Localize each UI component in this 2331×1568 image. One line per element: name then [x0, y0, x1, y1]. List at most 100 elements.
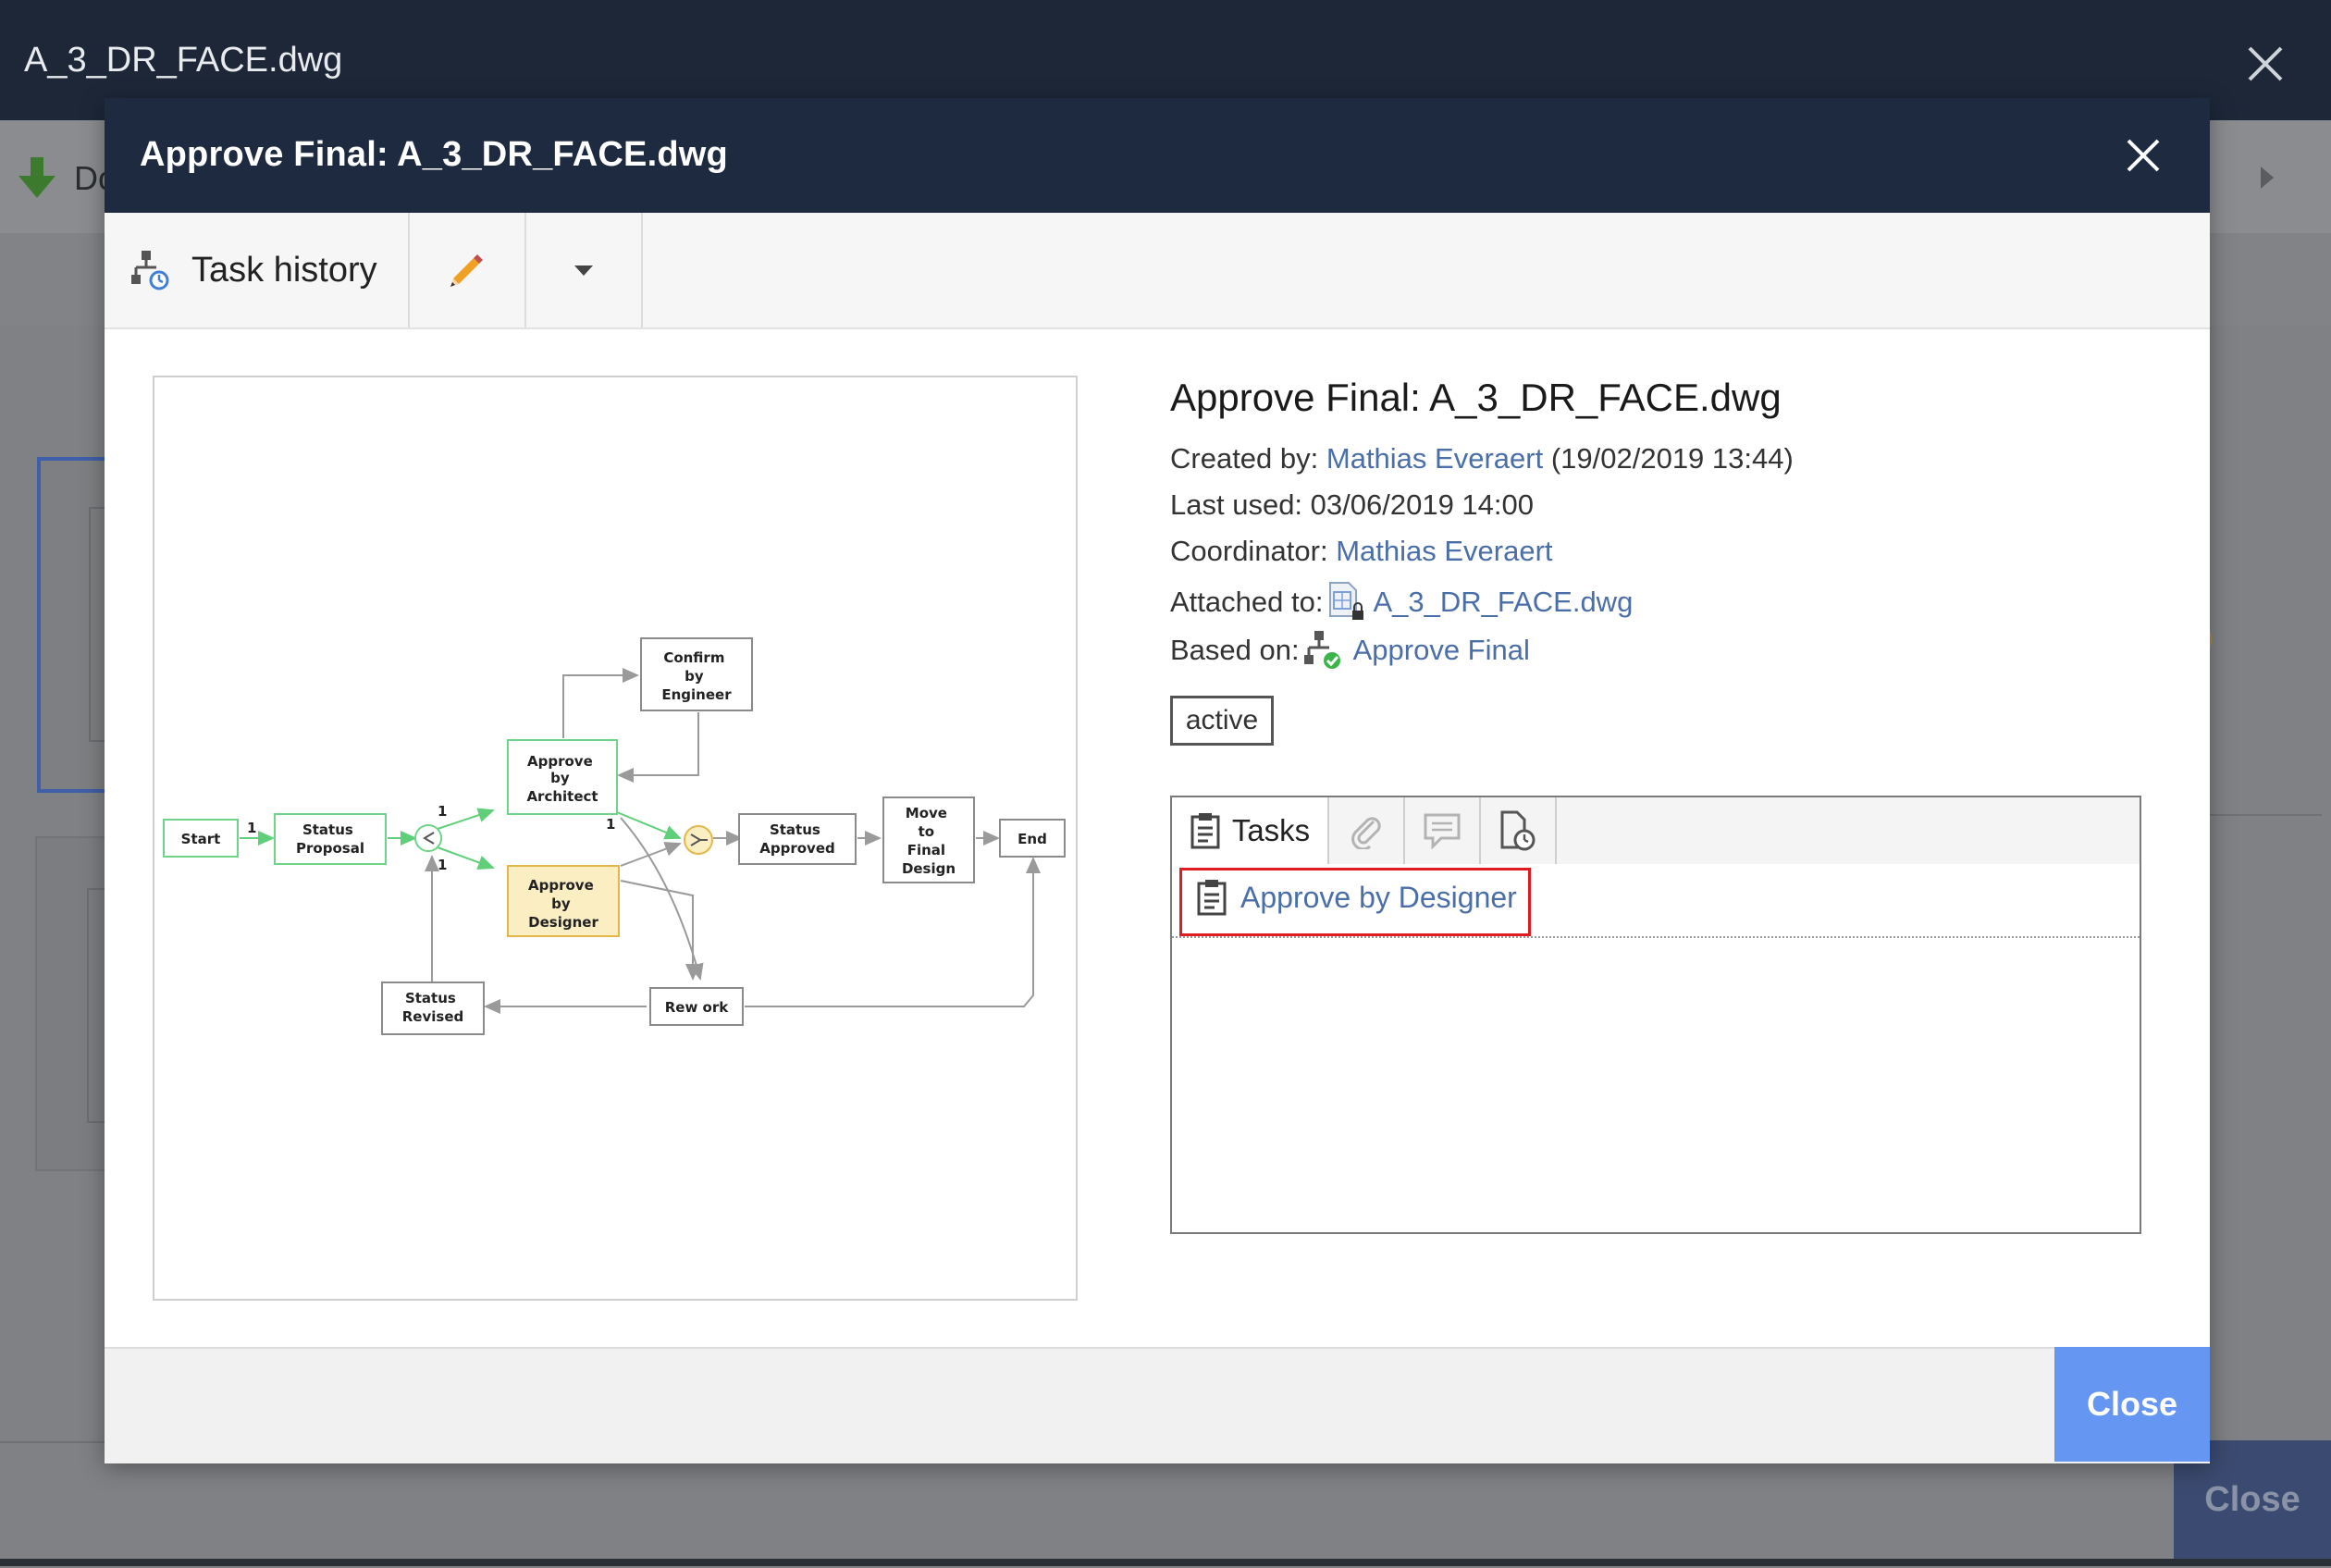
coordinator-link[interactable]: Mathias Everaert: [1336, 535, 1553, 567]
close-icon[interactable]: [2123, 135, 2164, 176]
based-on-label: Based on:: [1170, 634, 1300, 666]
modal-footer: [105, 1347, 2210, 1463]
tab-attachments[interactable]: [1329, 797, 1405, 864]
edge-split-architect: [437, 808, 495, 830]
last-used-row: Last used: 03/06/2019 14:00: [1170, 488, 1534, 522]
task-title: Approve Final: A_3_DR_FACE.dwg: [1170, 376, 1782, 419]
node-move-final-design-line: Design: [902, 860, 956, 877]
node-confirm-engineer-line: by: [684, 668, 704, 685]
edge-rework-end: [745, 857, 1041, 1007]
paperclip-icon: [1351, 817, 1381, 849]
node-move-final-design[interactable]: [882, 796, 975, 883]
tasks-panel: Tasks: [1170, 796, 2141, 1234]
background-divider: [2207, 814, 2322, 816]
node-confirm-engineer[interactable]: [640, 637, 753, 711]
edge-label-split-bottom: 1: [438, 857, 447, 873]
node-approve-designer-line: by: [551, 895, 571, 912]
node-start-label: Start: [181, 831, 221, 847]
modal-header: Approve Final: A_3_DR_FACE.dwg: [105, 98, 2210, 213]
node-status-proposal-line: Status: [302, 821, 353, 838]
comment-icon: [1424, 813, 1461, 849]
node-status-approved[interactable]: [738, 813, 857, 865]
node-approve-designer-label: Approve by Designer: [528, 877, 598, 931]
edge-engineer-architect: [617, 712, 699, 783]
document-clock-icon: [1500, 810, 1536, 851]
coordinator-label: Coordinator:: [1170, 535, 1337, 567]
more-actions-dropdown[interactable]: [526, 213, 643, 327]
pencil-icon: [450, 254, 483, 287]
edge-architect-engineer: [562, 668, 639, 738]
node-rework[interactable]: [649, 987, 744, 1026]
node-approve-architect-line: Architect: [526, 788, 598, 805]
node-approve-architect-line: Approve: [527, 753, 593, 770]
attached-to-label: Attached to:: [1170, 586, 1324, 618]
node-approve-architect[interactable]: [507, 739, 618, 815]
edit-button[interactable]: [410, 213, 526, 327]
tab-tasks[interactable]: Tasks: [1172, 797, 1329, 864]
node-move-final-design-line: to: [919, 823, 934, 840]
background-bottom-edge: [0, 1559, 2331, 1566]
node-confirm-engineer-label: Confirm by Engineer: [661, 649, 732, 703]
created-at: (19/02/2019 13:44): [1550, 442, 1794, 475]
modal-title: Approve Final: A_3_DR_FACE.dwg: [140, 135, 728, 174]
tasks-tabbar: Tasks: [1172, 797, 2140, 864]
background-scroll-right-icon[interactable]: [2261, 167, 2274, 189]
node-status-proposal[interactable]: [274, 813, 387, 865]
task-item-approve-by-designer[interactable]: Approve by Designer: [1196, 879, 1517, 916]
node-confirm-engineer-line: Engineer: [661, 686, 732, 703]
node-status-approved-label: Status Approved: [759, 821, 834, 857]
node-move-final-design-line: Move: [906, 805, 947, 821]
caret-down-icon: [574, 265, 593, 276]
node-end[interactable]: [999, 819, 1066, 858]
tab-comments[interactable]: [1405, 797, 1481, 864]
created-by-row: Created by: Mathias Everaert (19/02/2019…: [1170, 442, 1794, 475]
status-badge: active: [1170, 696, 1274, 746]
node-approve-designer[interactable]: [507, 865, 620, 937]
node-status-revised-label: Status Revised: [402, 990, 463, 1025]
background-window-title: A_3_DR_FACE.dwg: [24, 41, 343, 80]
clipboard-icon: [1197, 880, 1227, 916]
node-status-revised[interactable]: [381, 982, 485, 1035]
close-button[interactable]: Close: [2054, 1347, 2210, 1462]
node-approve-architect-line: by: [550, 770, 570, 786]
node-confirm-engineer-line: Confirm: [663, 649, 724, 666]
clipboard-icon: [1190, 813, 1220, 849]
node-approve-designer-line: Approve: [528, 877, 594, 894]
edge-label-split-top: 1: [438, 803, 447, 820]
node-move-final-design-line: Final: [907, 842, 945, 858]
task-list-row: [1172, 864, 2140, 938]
node-status-proposal-label: Status Proposal: [296, 821, 364, 857]
tab-document-history[interactable]: [1481, 797, 1557, 864]
dwg-file-icon: [1329, 582, 1364, 620]
download-icon[interactable]: [17, 155, 57, 200]
node-rework-label: Rew ork: [665, 999, 730, 1016]
based-on-link[interactable]: Approve Final: [1352, 634, 1530, 666]
task-item-label: Approve by Designer: [1240, 880, 1517, 914]
attached-file-link[interactable]: A_3_DR_FACE.dwg: [1373, 586, 1634, 618]
node-approve-architect-label: Approve by Architect: [526, 753, 598, 805]
node-move-final-design-label: Move to Final Design: [902, 805, 956, 877]
task-modal: Approve Final: A_3_DR_FACE.dwg Task hist…: [105, 98, 2210, 1463]
node-end-label: End: [1018, 831, 1047, 847]
modal-toolbar: Task history: [105, 213, 2210, 329]
based-on-row: Based on: Approve Final: [1170, 629, 1530, 672]
task-history-button[interactable]: Task history: [105, 213, 410, 327]
node-status-approved-line: Approved: [759, 840, 834, 857]
node-status-revised-line: Revised: [402, 1008, 463, 1025]
edge-split-designer: [437, 846, 495, 870]
node-start[interactable]: [163, 819, 239, 858]
node-status-revised-line: Status: [405, 990, 456, 1006]
task-history-label: Task history: [191, 250, 377, 290]
edge-designer-join: [620, 842, 682, 867]
gateway-split: [414, 824, 442, 852]
gateway-join-icon: [690, 833, 708, 846]
created-by-user-link[interactable]: Mathias Everaert: [1326, 442, 1544, 475]
task-highlight: [1179, 868, 1531, 936]
workflow-template-icon: [1303, 631, 1340, 669]
created-by-label: Created by:: [1170, 442, 1326, 475]
background-close-icon[interactable]: [2242, 41, 2288, 87]
last-used-label: Last used:: [1170, 488, 1311, 521]
tab-tasks-label: Tasks: [1231, 813, 1311, 847]
edge-designer-rework: [620, 880, 700, 981]
task-history-icon: [131, 251, 169, 290]
